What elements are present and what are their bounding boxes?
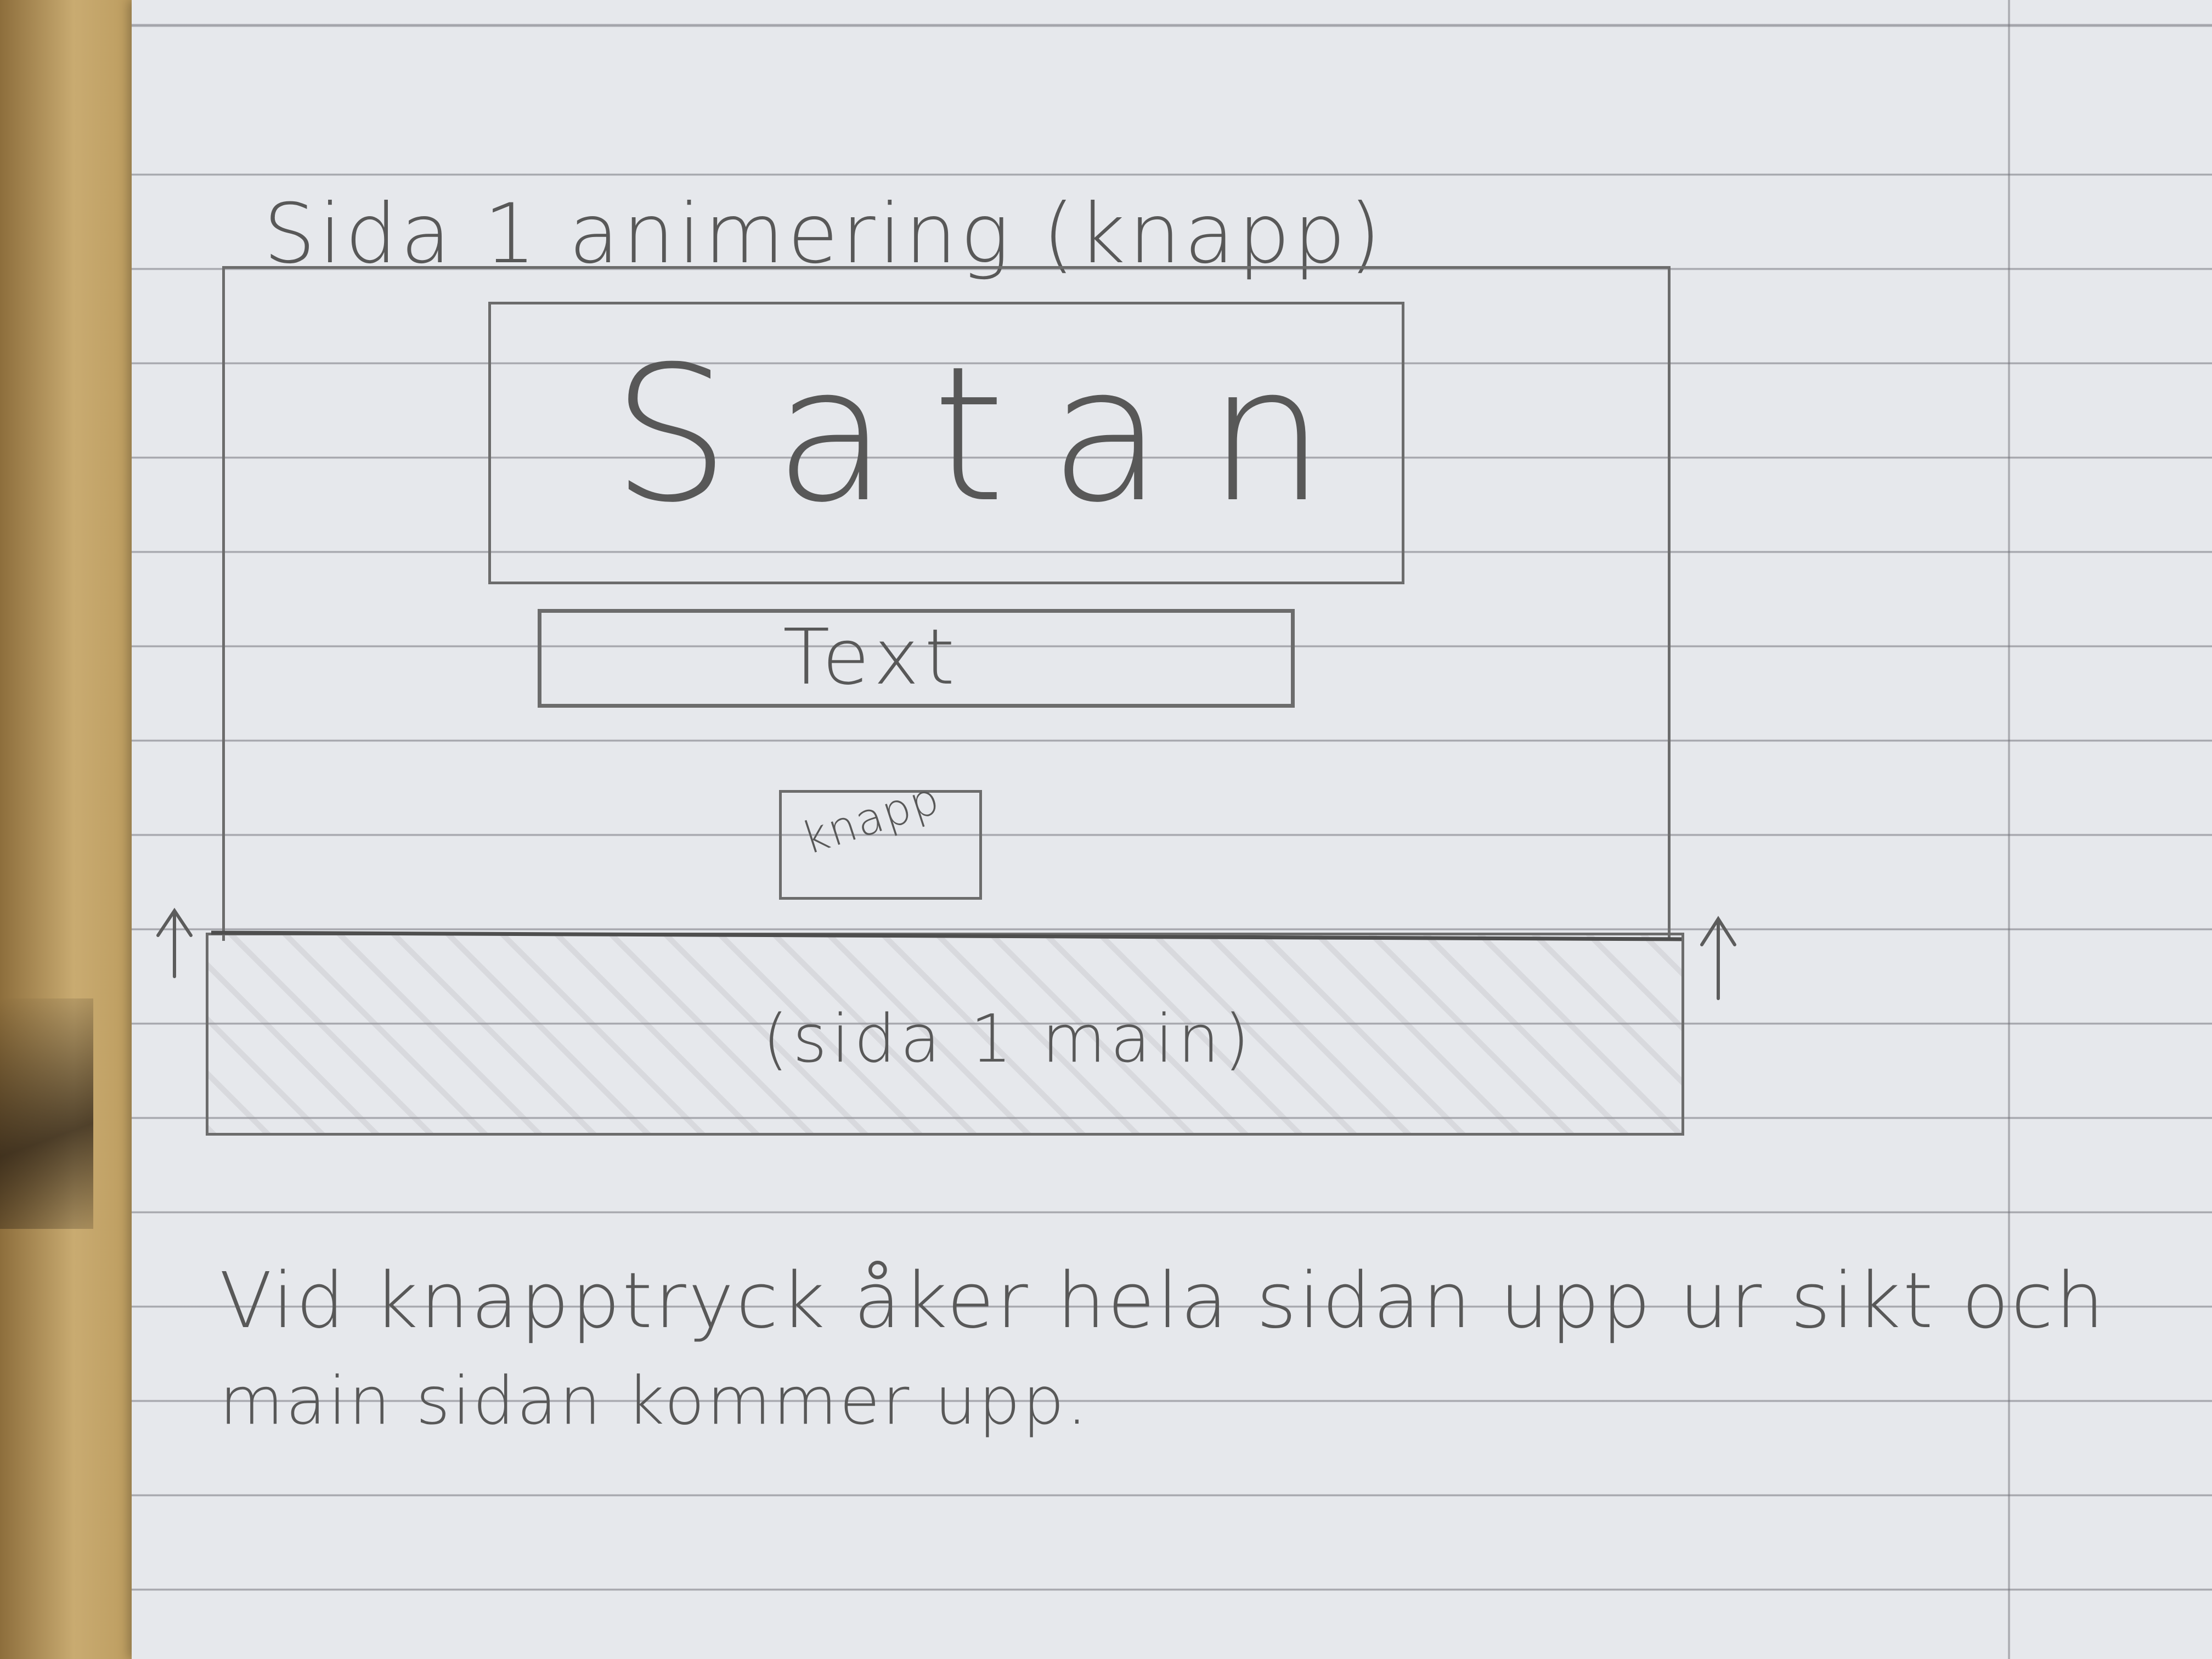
text-bar-text: Text — [783, 613, 961, 702]
notebook-page — [132, 0, 2212, 1659]
description-line-2: main sidan kommer upp. — [219, 1363, 1090, 1440]
arrow-up-icon — [1700, 916, 1736, 1000]
panel-divider-line — [211, 930, 1682, 941]
arrow-up-icon — [156, 907, 193, 978]
button-sketch: knapp — [779, 772, 982, 900]
text-bar: Text — [538, 609, 1295, 708]
main-panel: (sida 1 main) — [206, 933, 1684, 1136]
desk-shadow — [0, 998, 93, 1229]
title-box-text: Satan — [612, 326, 1370, 544]
main-panel-text: (sida 1 main) — [763, 1001, 1254, 1077]
description-line-1: Vid knapptryck åker hela sidan upp ur si… — [219, 1256, 2107, 1346]
title-box: Satan — [488, 302, 1404, 584]
page-frame — [222, 266, 1671, 941]
margin-line-right — [2008, 0, 2010, 1659]
